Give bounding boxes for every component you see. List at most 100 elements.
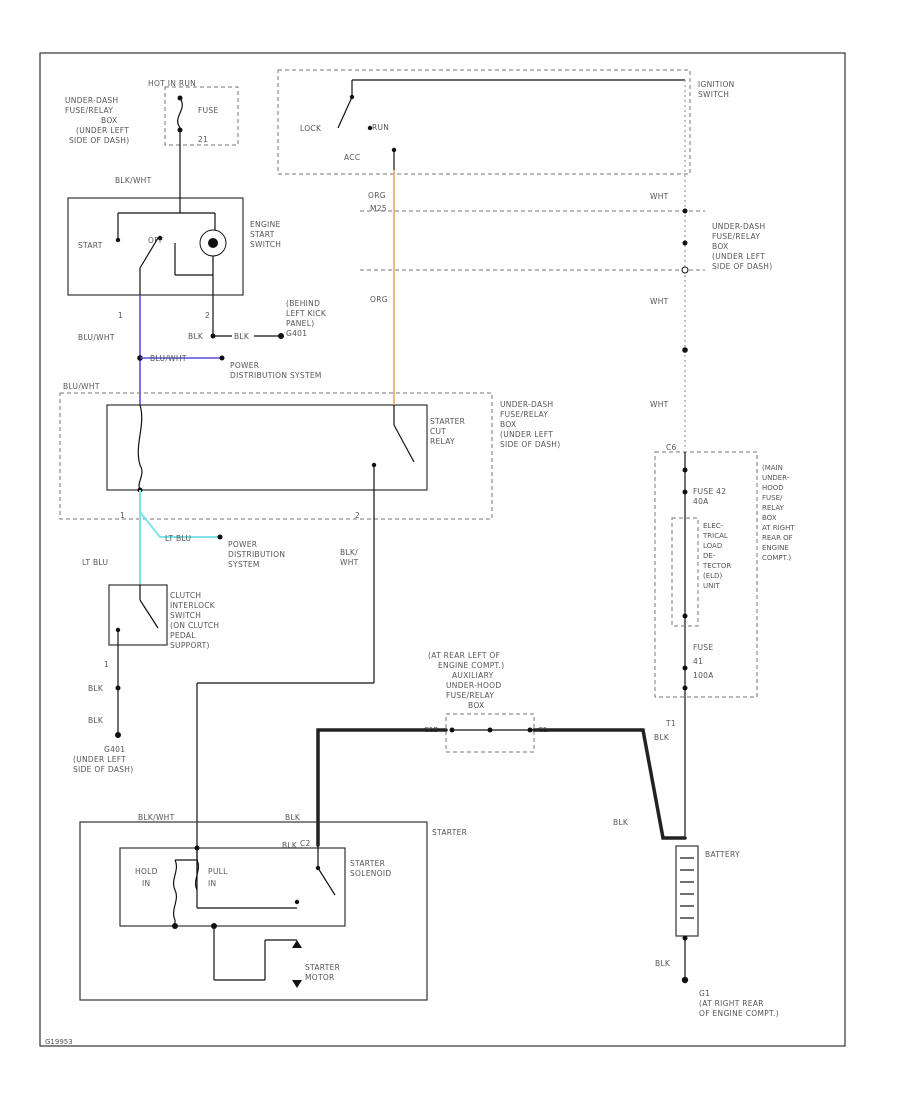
aux-box-line2: ENGINE COMPT.) (438, 661, 504, 670)
ground-point-g401-bottom (115, 732, 121, 738)
ground-point-g1 (681, 976, 689, 984)
blk-wht-right-line2: WHT (340, 558, 359, 567)
clutch-line3: SWITCH (170, 611, 201, 620)
fuse-42-line2: 40A (693, 497, 709, 506)
ground-junction-mid (115, 685, 121, 691)
fuse-box-mid-outline (59, 392, 493, 520)
eld-line1: ELEC- (703, 522, 724, 530)
clutch-line2: INTERLOCK (170, 601, 216, 610)
clutch-switch-blade (139, 599, 159, 629)
engine-start-switch-line3: SWITCH (250, 240, 281, 249)
ground-point-g401-top (278, 333, 284, 339)
pin-1b-label: 1 (120, 511, 125, 520)
starter-motor-symbol-bottom (292, 980, 302, 988)
diagram-frame (39, 52, 846, 1047)
engine-start-switch-line2: START (250, 230, 275, 239)
under-hood-line4: FUSE/ (762, 494, 783, 502)
under-hood-line10: COMPT.) (762, 554, 791, 562)
aux-box-line5: FUSE/RELAY (446, 691, 494, 700)
fuse-box-top-outline (164, 86, 239, 146)
start-switch-blade (139, 237, 159, 269)
eld-line6: (ELD) (703, 572, 722, 580)
starter-motor-symbol-top (292, 940, 302, 948)
start-label: START (78, 241, 103, 250)
org-2-label: ORG (370, 295, 388, 304)
blk-2-label: BLK (88, 716, 104, 725)
hot-in-run-label: HOT IN RUN (148, 79, 196, 88)
eld-line5: TECTOR (702, 562, 731, 570)
power-dist-1-terminal (219, 355, 225, 361)
run-label: RUN (372, 123, 389, 132)
lt-blu-pd-label: LT BLU (165, 534, 191, 543)
fuse-box-top-line1: UNDER-DASH (65, 96, 118, 105)
ignition-blade (337, 96, 353, 129)
power-dist-2-line1: POWER (228, 540, 257, 549)
eld-line7: UNIT (703, 582, 720, 590)
fuse-top-number: 21 (198, 135, 208, 144)
pin-1c-label: 1 (104, 660, 109, 669)
fuse-42-line1: FUSE 42 (693, 487, 726, 496)
wht-connector-1 (681, 266, 689, 274)
ground-g401-line2: (UNDER LEFT (73, 755, 126, 764)
off-contact (157, 235, 163, 241)
eld-line4: DE- (703, 552, 716, 560)
clutch-line1: CLUTCH (170, 591, 201, 600)
fuse-box-mid-line5: SIDE OF DASH) (500, 440, 560, 449)
fuse-41-bottom (682, 665, 688, 671)
blk-wht-right-line1: BLK/ (340, 548, 358, 557)
power-dist-1-line1: POWER (230, 361, 259, 370)
under-hood-box-outline (654, 451, 758, 698)
clutch-line5: PEDAL (170, 631, 196, 640)
ground-g1-line1: G1 (699, 989, 710, 998)
fuse-box-top-line4: (UNDER LEFT (76, 126, 129, 135)
blu-wht-pd-label: BLU/WHT (150, 354, 187, 363)
clutch-switch-box (108, 584, 168, 646)
fuse-box-top-line3: BOX (101, 116, 117, 125)
fuse-top-element (177, 97, 183, 129)
blk-wht-starter-label: BLK/WHT (138, 813, 175, 822)
blk-batt-top-label: BLK (654, 733, 670, 742)
ignition-switch-line2: SWITCH (698, 90, 729, 99)
wht-1-label: WHT (650, 192, 669, 201)
eld-line2: TRICAL (702, 532, 728, 540)
battery-outline (675, 845, 699, 937)
blk-b-label: BLK (282, 841, 298, 850)
aux-box-line6: BOX (468, 701, 484, 710)
fuse-box-right-line1: UNDER-DASH (712, 222, 765, 231)
blk-starter-label: BLK (285, 813, 301, 822)
aux-box-line1: (AT REAR LEFT OF (428, 651, 500, 660)
pull-in-coil (194, 859, 200, 891)
fuse-42-top (682, 467, 688, 473)
starter-cut-relay-line1: STARTER (430, 417, 465, 426)
pull-in-line2: IN (208, 879, 216, 888)
t1-label: T1 (665, 719, 676, 728)
fuse-41-line3: 100A (693, 671, 714, 680)
under-hood-line5: RELAY (762, 504, 785, 512)
kick-panel-line3: PANEL) (286, 319, 314, 328)
fuse-box-mid-line1: UNDER-DASH (500, 400, 553, 409)
off-label: OFF (148, 236, 163, 245)
wht-splice-1 (682, 208, 688, 214)
power-dist-2-line3: SYSTEM (228, 560, 260, 569)
blk-battery-left-label: BLK (613, 818, 629, 827)
blk-bottom-label: BLK (655, 959, 671, 968)
starter-solenoid-box (119, 847, 346, 927)
under-hood-line8: REAR OF (762, 534, 793, 542)
under-hood-line9: ENGINE (762, 544, 789, 552)
solenoid-line1: STARTER (350, 859, 385, 868)
hold-in-coil (172, 859, 178, 921)
starter-motor-line1: STARTER (305, 963, 340, 972)
ground-g1-line2: (AT RIGHT REAR (699, 999, 764, 1008)
starter-cut-relay-line3: RELAY (430, 437, 455, 446)
hold-in-line1: HOLD (135, 867, 158, 876)
wht-2-label: WHT (650, 297, 669, 306)
eld-line3: LOAD (703, 542, 722, 550)
fuse-top-label: FUSE (198, 106, 219, 115)
power-dist-2-terminal (217, 534, 223, 540)
aux-box-line4: UNDER-HOOD (446, 681, 501, 690)
aux-box-line3: AUXILIARY (452, 671, 494, 680)
under-hood-line1: (MAIN (762, 464, 783, 472)
blu-wht-relay-label: BLU/WHT (63, 382, 100, 391)
blk-e-label: BLK (234, 332, 250, 341)
